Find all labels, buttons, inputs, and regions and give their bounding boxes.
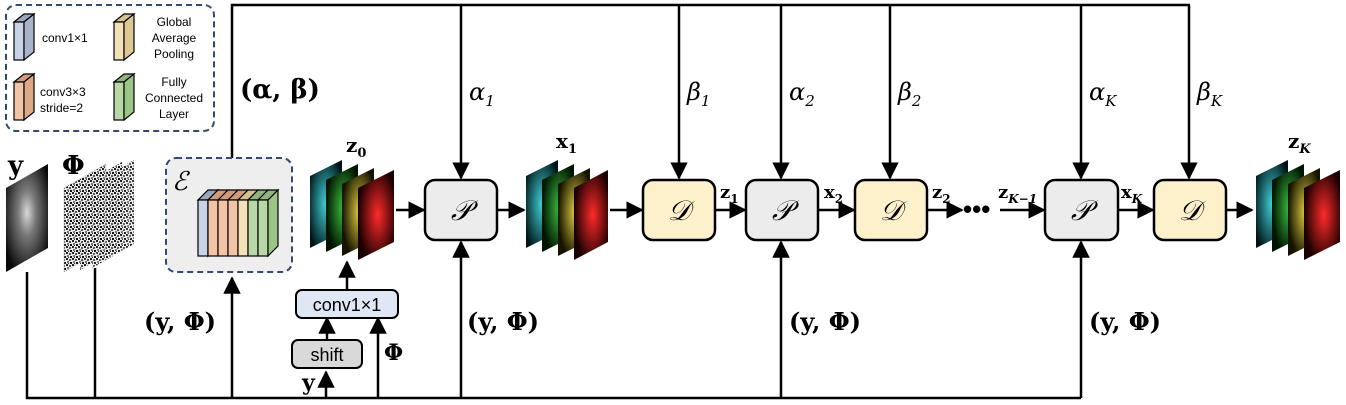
legend-label-conv3x3-1: conv3×3: [40, 85, 86, 99]
init-y-label: y: [301, 370, 316, 396]
x1-stack: x1: [526, 129, 608, 260]
P-block-2: [744, 178, 820, 242]
param-label-alpha2: α2: [789, 78, 815, 110]
legend-swatch-fc-side: [123, 72, 135, 122]
y-phi-label-PK: (y, Φ): [1089, 307, 1161, 336]
encoder-output-label: (α, β): [240, 75, 320, 105]
bus-bottom-line: [25, 272, 1081, 400]
legend-item-conv1x1: conv1×1: [12, 12, 88, 62]
y-phi-label-encoder: (y, Φ): [144, 307, 216, 336]
shift-label: shift: [310, 345, 343, 365]
parameter-bus: [230, 3, 1198, 180]
D-block-1: [641, 178, 717, 242]
encoder-block: ℰ: [165, 157, 293, 273]
stage-blocks: 𝒫 𝒟 𝒫 𝒟 𝒫 𝒟: [423, 178, 1228, 242]
encoder-layers: [196, 188, 280, 258]
z0-band-red: [358, 170, 394, 260]
flow-labels: z1 x2 z2 zK−1 xK: [720, 182, 1143, 206]
x1-label: x1: [556, 129, 577, 157]
param-label-beta2: β2: [897, 78, 921, 110]
D-block-K: [1152, 178, 1228, 242]
legend-swatch-conv3x3-side: [23, 72, 35, 122]
y-phi-label-P1: (y, Φ): [467, 307, 539, 336]
legend-label-gap-3: Pooling: [154, 47, 194, 61]
flow-label-xK: xK: [1121, 182, 1143, 206]
x1-band-red: [574, 170, 608, 260]
init-phi-label: Φ: [384, 340, 403, 366]
encoder-layer-5-face: [237, 199, 249, 257]
legend-item-fc: Fully Connected Layer: [112, 72, 203, 122]
input-phi-label: Φ: [62, 151, 85, 181]
legend-label-gap-2: Average: [152, 31, 197, 45]
param-label-alphaK: αK: [1089, 78, 1117, 110]
legend-label-fc-2: Connected: [145, 91, 203, 105]
encoder-layer-3-face: [217, 199, 229, 257]
param-label-betaK: βK: [1196, 78, 1223, 110]
initialization-block: shift conv1×1 y Φ: [291, 260, 403, 396]
parameter-labels: α1 β1 α2 β2 αK βK: [469, 78, 1223, 110]
legend-frame: [5, 4, 215, 132]
encoder-layer-4-face: [227, 199, 239, 257]
zK-stack: zK: [1256, 129, 1340, 260]
ellipsis: •••: [963, 194, 990, 224]
legend-label-gap-1: Global: [157, 15, 192, 29]
input-y-label: y: [7, 151, 24, 181]
encoder-layer-7-face: [257, 199, 269, 257]
legend: conv1×1 Global Average Pooling conv3×3 s…: [5, 4, 215, 132]
legend-label-conv1x1: conv1×1: [42, 31, 88, 45]
legend-item-gap: Global Average Pooling: [112, 12, 197, 62]
encoder-label: ℰ: [172, 167, 190, 197]
legend-swatch-fc: [113, 81, 125, 121]
encoder-layer-1-face: [197, 199, 209, 257]
legend-swatch-conv1x1-side: [23, 12, 35, 62]
flow-label-zK-1: zK−1: [998, 182, 1037, 206]
legend-swatch-conv1x1-face: [13, 21, 25, 61]
legend-label-fc-3: Layer: [159, 107, 189, 121]
param-label-alpha1: α1: [469, 78, 495, 110]
z0-stack: z0: [310, 133, 394, 260]
encoder-layer-2-face: [207, 199, 219, 257]
flow-label-z1: z1: [720, 182, 739, 206]
z0-label: z0: [346, 133, 366, 161]
encoder-layer-7-side: [267, 188, 279, 258]
flow-label-z2: z2: [932, 182, 951, 206]
param-label-beta1: β1: [686, 78, 710, 110]
encoder-layer-6-face: [247, 199, 259, 257]
legend-swatch-gap-side: [123, 12, 135, 62]
legend-label-fc-1: Fully: [161, 75, 186, 89]
legend-label-conv3x3-2: stride=2: [40, 101, 83, 115]
legend-swatch-gap: [113, 21, 125, 61]
input-mask: Φ: [62, 151, 134, 273]
P-block-K: [1043, 178, 1120, 242]
legend-swatch-conv3x3: [13, 81, 25, 121]
mask-image-front: [63, 163, 107, 273]
input-measurement: y: [6, 151, 48, 272]
flow-label-x2: x2: [824, 182, 843, 206]
y-phi-labels: (y, Φ) (y, Φ) (y, Φ) (y, Φ): [144, 307, 1161, 336]
bus-top-line: [230, 3, 1190, 158]
measurement-image-y: [6, 164, 48, 272]
y-phi-label-P2: (y, Φ): [789, 307, 861, 336]
zK-label: zK: [1288, 129, 1311, 157]
legend-item-conv3x3: conv3×3 stride=2: [12, 72, 86, 122]
measurement-bus: [25, 240, 1090, 400]
conv1x1-label: conv1×1: [313, 295, 382, 315]
D-block-2: [853, 178, 929, 242]
P-block-1: [423, 178, 499, 242]
zK-band-red: [1304, 170, 1340, 260]
